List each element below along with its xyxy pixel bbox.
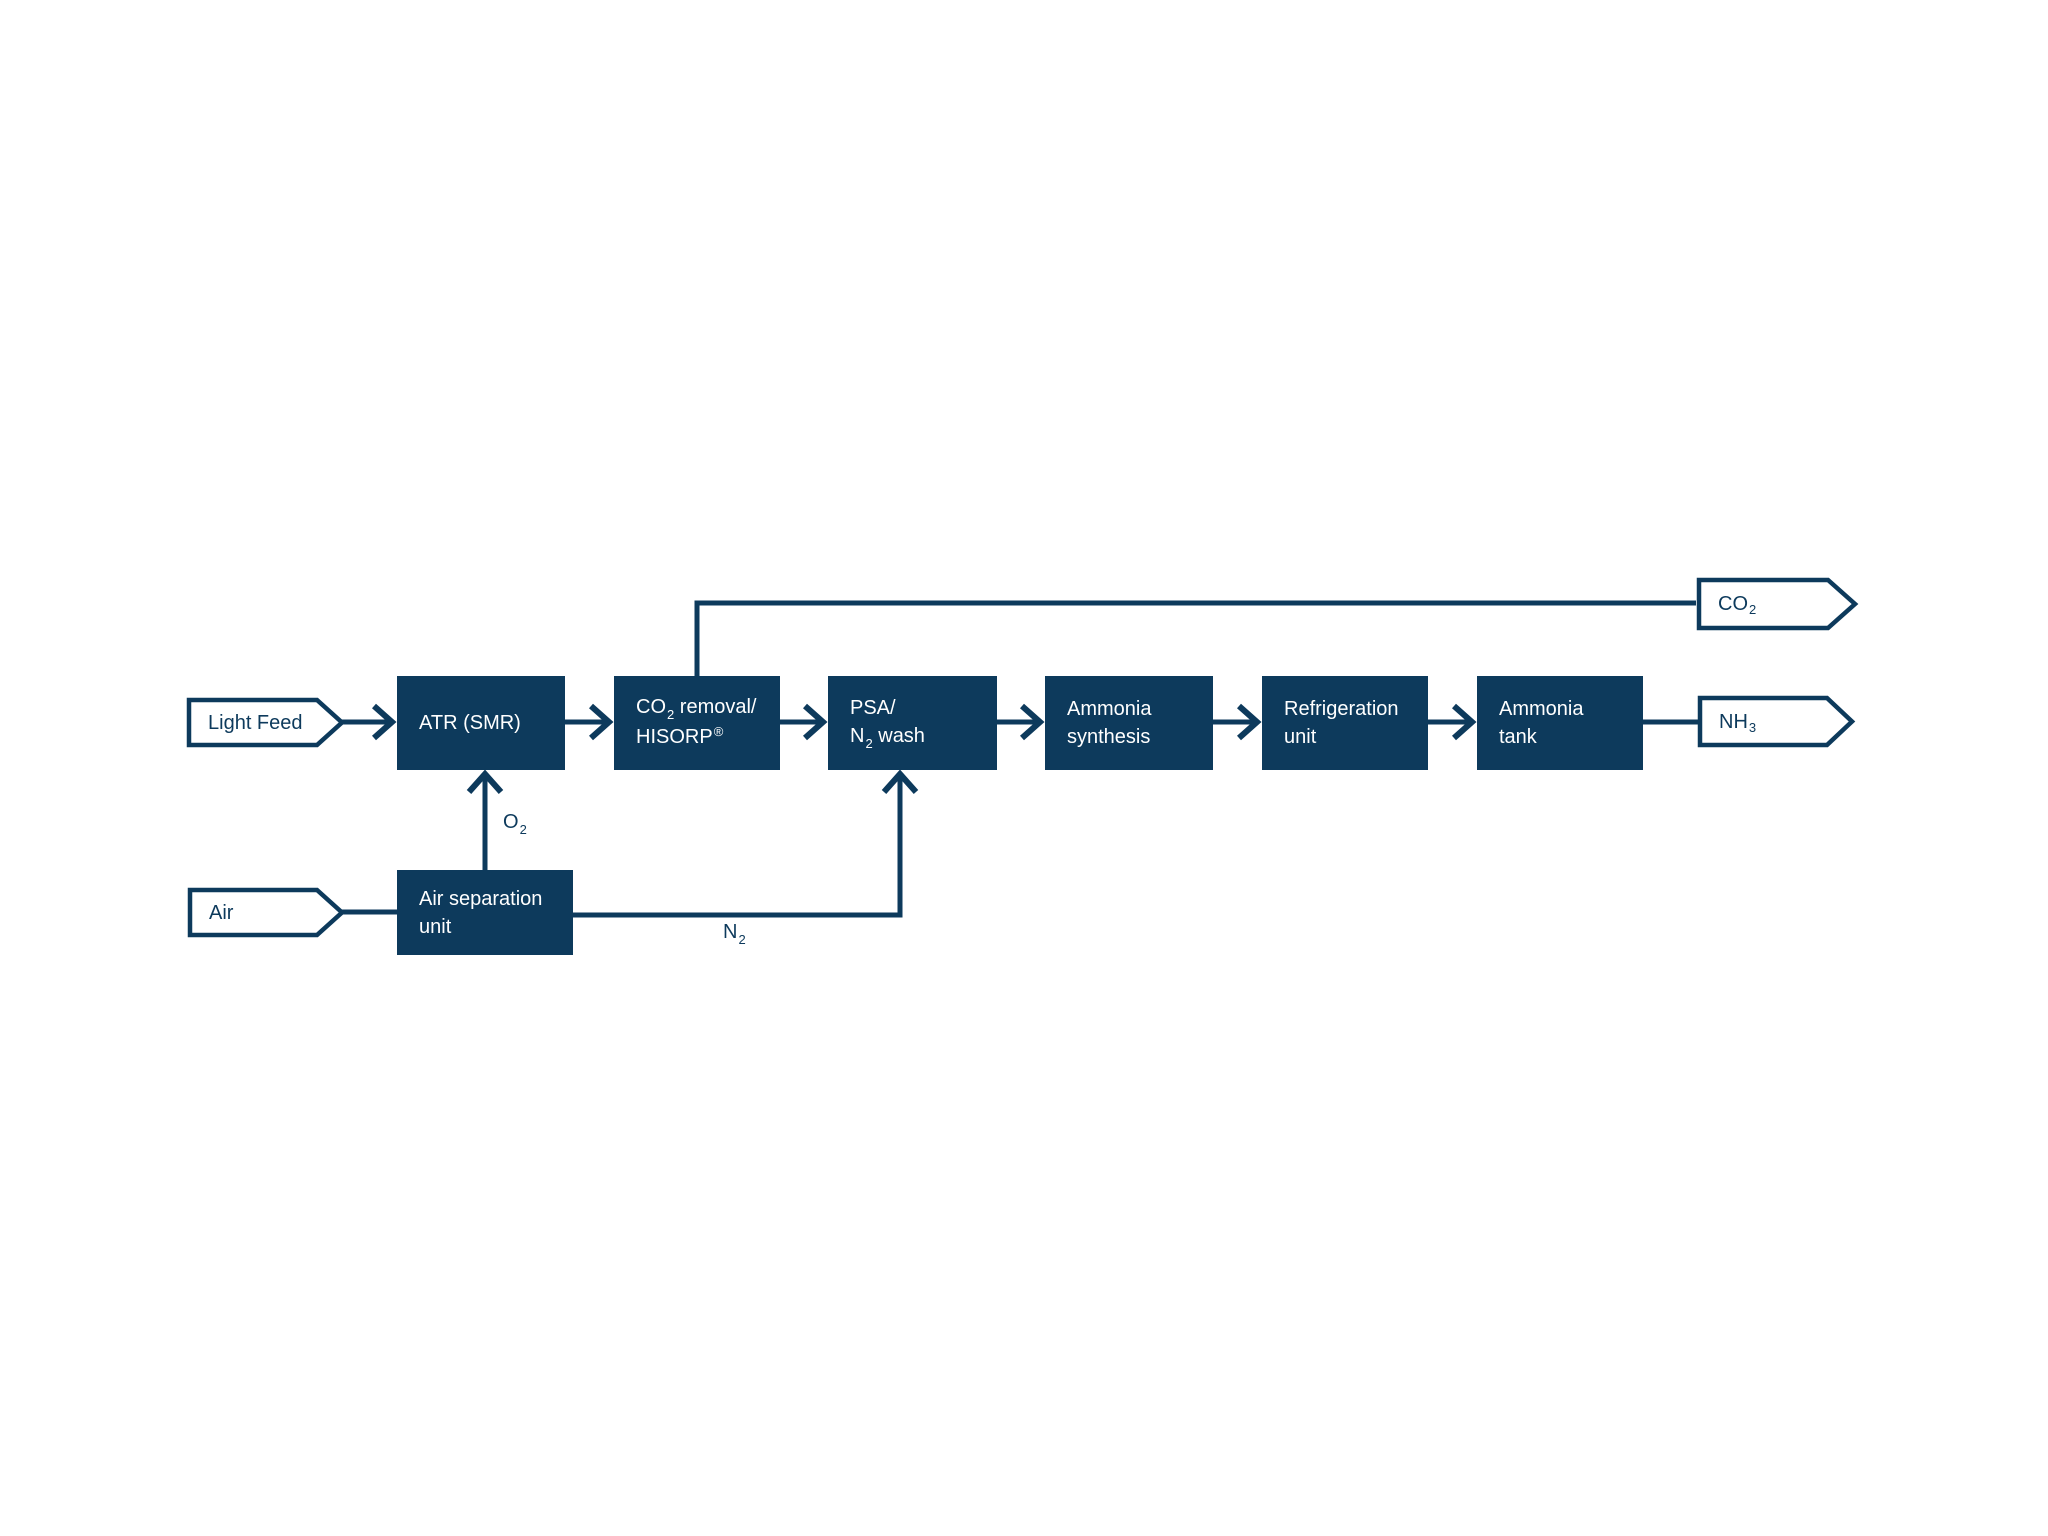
output-tag-nh3-shape: [1697, 695, 1856, 748]
process-box-psa-n2-wash: PSA/ N2 wash: [828, 676, 997, 770]
input-tag-air-shape: [187, 887, 346, 938]
input-tag-light-feed-shape: [186, 697, 346, 748]
stream-label-o2: O2: [503, 811, 527, 837]
line-co2-removal-to-co2-tag: [694, 600, 1696, 678]
arrowhead-psa-syn-icon: [1020, 703, 1045, 741]
process-box-ammonia-tank: Ammonia tank: [1477, 676, 1643, 770]
box-label-synthesis-line2: synthesis: [1067, 726, 1151, 748]
process-box-ammonia-synthesis: Ammonia synthesis: [1045, 676, 1213, 770]
box-label-tank-line2: tank: [1499, 726, 1537, 748]
box-label-synthesis-line1: Ammonia: [1067, 698, 1152, 720]
box-label-refrigeration-line2: unit: [1284, 726, 1317, 748]
arrowhead-co2-psa-icon: [803, 703, 828, 741]
box-label-psa-line2: N2 wash: [850, 725, 925, 751]
box-label-psa-line1: PSA/: [850, 697, 896, 719]
input-tag-air: Air: [209, 901, 234, 924]
box-label-tank-line1: Ammonia: [1499, 698, 1584, 720]
arrowhead-syn-refr-icon: [1237, 703, 1262, 741]
process-box-atr-smr: ATR (SMR): [397, 676, 565, 770]
process-box-co2-removal: CO2 removal/ HISORP®: [614, 676, 780, 770]
box-label-atr: ATR (SMR): [419, 712, 521, 734]
process-box-refrigeration-unit: Refrigeration unit: [1262, 676, 1428, 770]
box-label-asu-line2: unit: [419, 915, 452, 938]
input-tag-light-feed: Light Feed: [208, 711, 303, 734]
arrowhead-o2-icon: [466, 769, 504, 794]
box-label-refrigeration-line1: Refrigeration: [1284, 698, 1399, 720]
arrowhead-n2-icon: [881, 769, 919, 794]
box-label-asu-line1: Air separation: [419, 887, 543, 910]
process-box-air-separation-unit: Air separation unit: [397, 870, 573, 955]
box-label-co2-removal-line1: CO2 removal/: [636, 696, 757, 722]
line-n2-asu-to-psa: [571, 776, 903, 918]
arrowhead-atr-co2-icon: [589, 703, 614, 741]
box-label-co2-removal-line2: HISORP®: [636, 724, 724, 748]
output-tag-co2-shape: [1696, 577, 1859, 631]
stream-label-n2: N2: [723, 921, 746, 947]
arrowhead-refr-tank-icon: [1452, 703, 1477, 741]
arrowhead-light-feed-icon: [372, 703, 397, 741]
